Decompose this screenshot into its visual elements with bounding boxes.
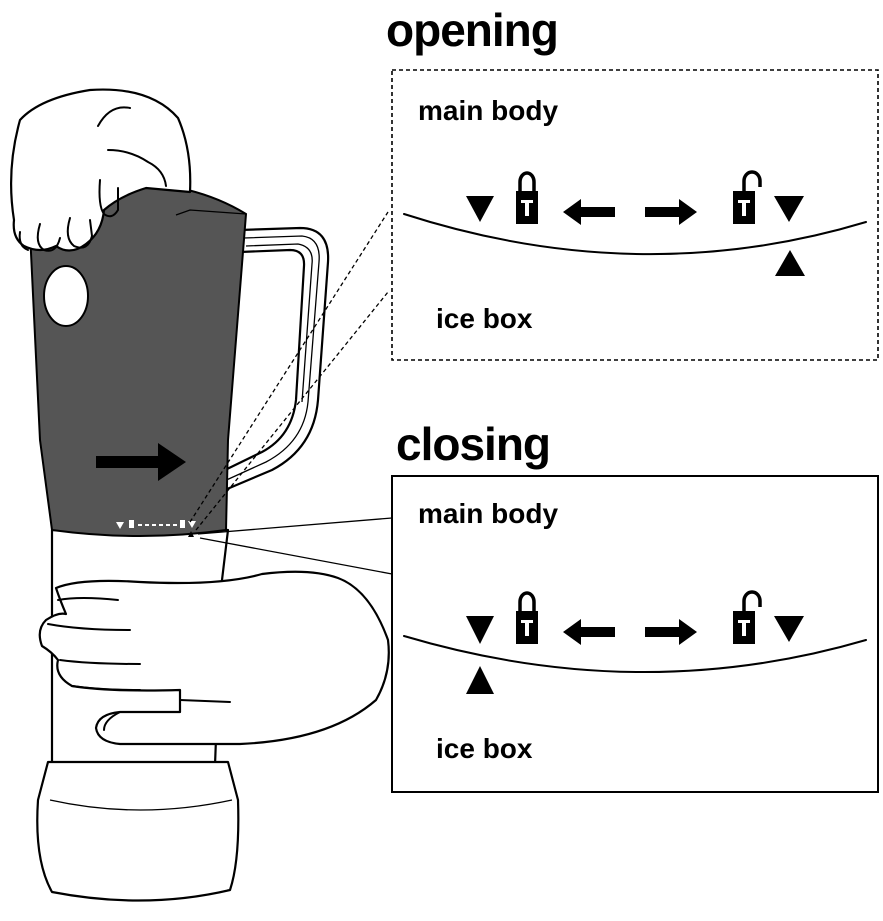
rim-markers bbox=[116, 520, 196, 537]
double-arrow-icon bbox=[563, 199, 697, 225]
rotation-arrow-icon bbox=[96, 443, 186, 481]
triangle-marker-icon bbox=[466, 196, 494, 222]
opening-main-body-label: main body bbox=[418, 95, 558, 126]
locked-padlock-icon bbox=[514, 171, 540, 226]
opening-ice-box-label: ice box bbox=[436, 303, 533, 334]
main-body-marker-icon bbox=[466, 616, 494, 644]
ice-box-marker-icon bbox=[775, 250, 805, 276]
top-hand bbox=[9, 88, 192, 252]
closing-panel: closing main body ice box bbox=[391, 418, 879, 793]
top-hand-finger-2 bbox=[66, 217, 94, 249]
main-body-marker-icon bbox=[774, 196, 804, 222]
unlocked-padlock-icon bbox=[731, 590, 762, 646]
triangle-marker-icon bbox=[774, 616, 804, 642]
ice-box-marker-icon bbox=[466, 666, 494, 694]
unlocked-padlock-icon bbox=[731, 170, 762, 226]
bottom-hand bbox=[38, 570, 390, 746]
opening-panel: opening main body ice box bbox=[386, 4, 879, 361]
closing-seam-line bbox=[403, 635, 867, 673]
opening-callout-box bbox=[391, 69, 879, 361]
jar-window bbox=[43, 265, 89, 327]
top-hand-finger-3 bbox=[36, 223, 61, 252]
blender-base bbox=[36, 760, 240, 902]
closing-main-body-label: main body bbox=[418, 498, 558, 529]
closing-leader-lines bbox=[197, 517, 393, 575]
opening-leader-lines bbox=[189, 211, 389, 531]
top-hand-finger-1 bbox=[98, 179, 119, 218]
blender-illustration bbox=[9, 88, 390, 902]
opening-heading: opening bbox=[386, 4, 558, 56]
locked-padlock-icon bbox=[514, 591, 540, 646]
opening-seam-line bbox=[403, 213, 867, 256]
double-arrow-icon bbox=[563, 619, 697, 645]
closing-ice-box-label: ice box bbox=[436, 733, 533, 764]
closing-callout-box bbox=[391, 475, 879, 793]
closing-heading: closing bbox=[396, 418, 550, 470]
